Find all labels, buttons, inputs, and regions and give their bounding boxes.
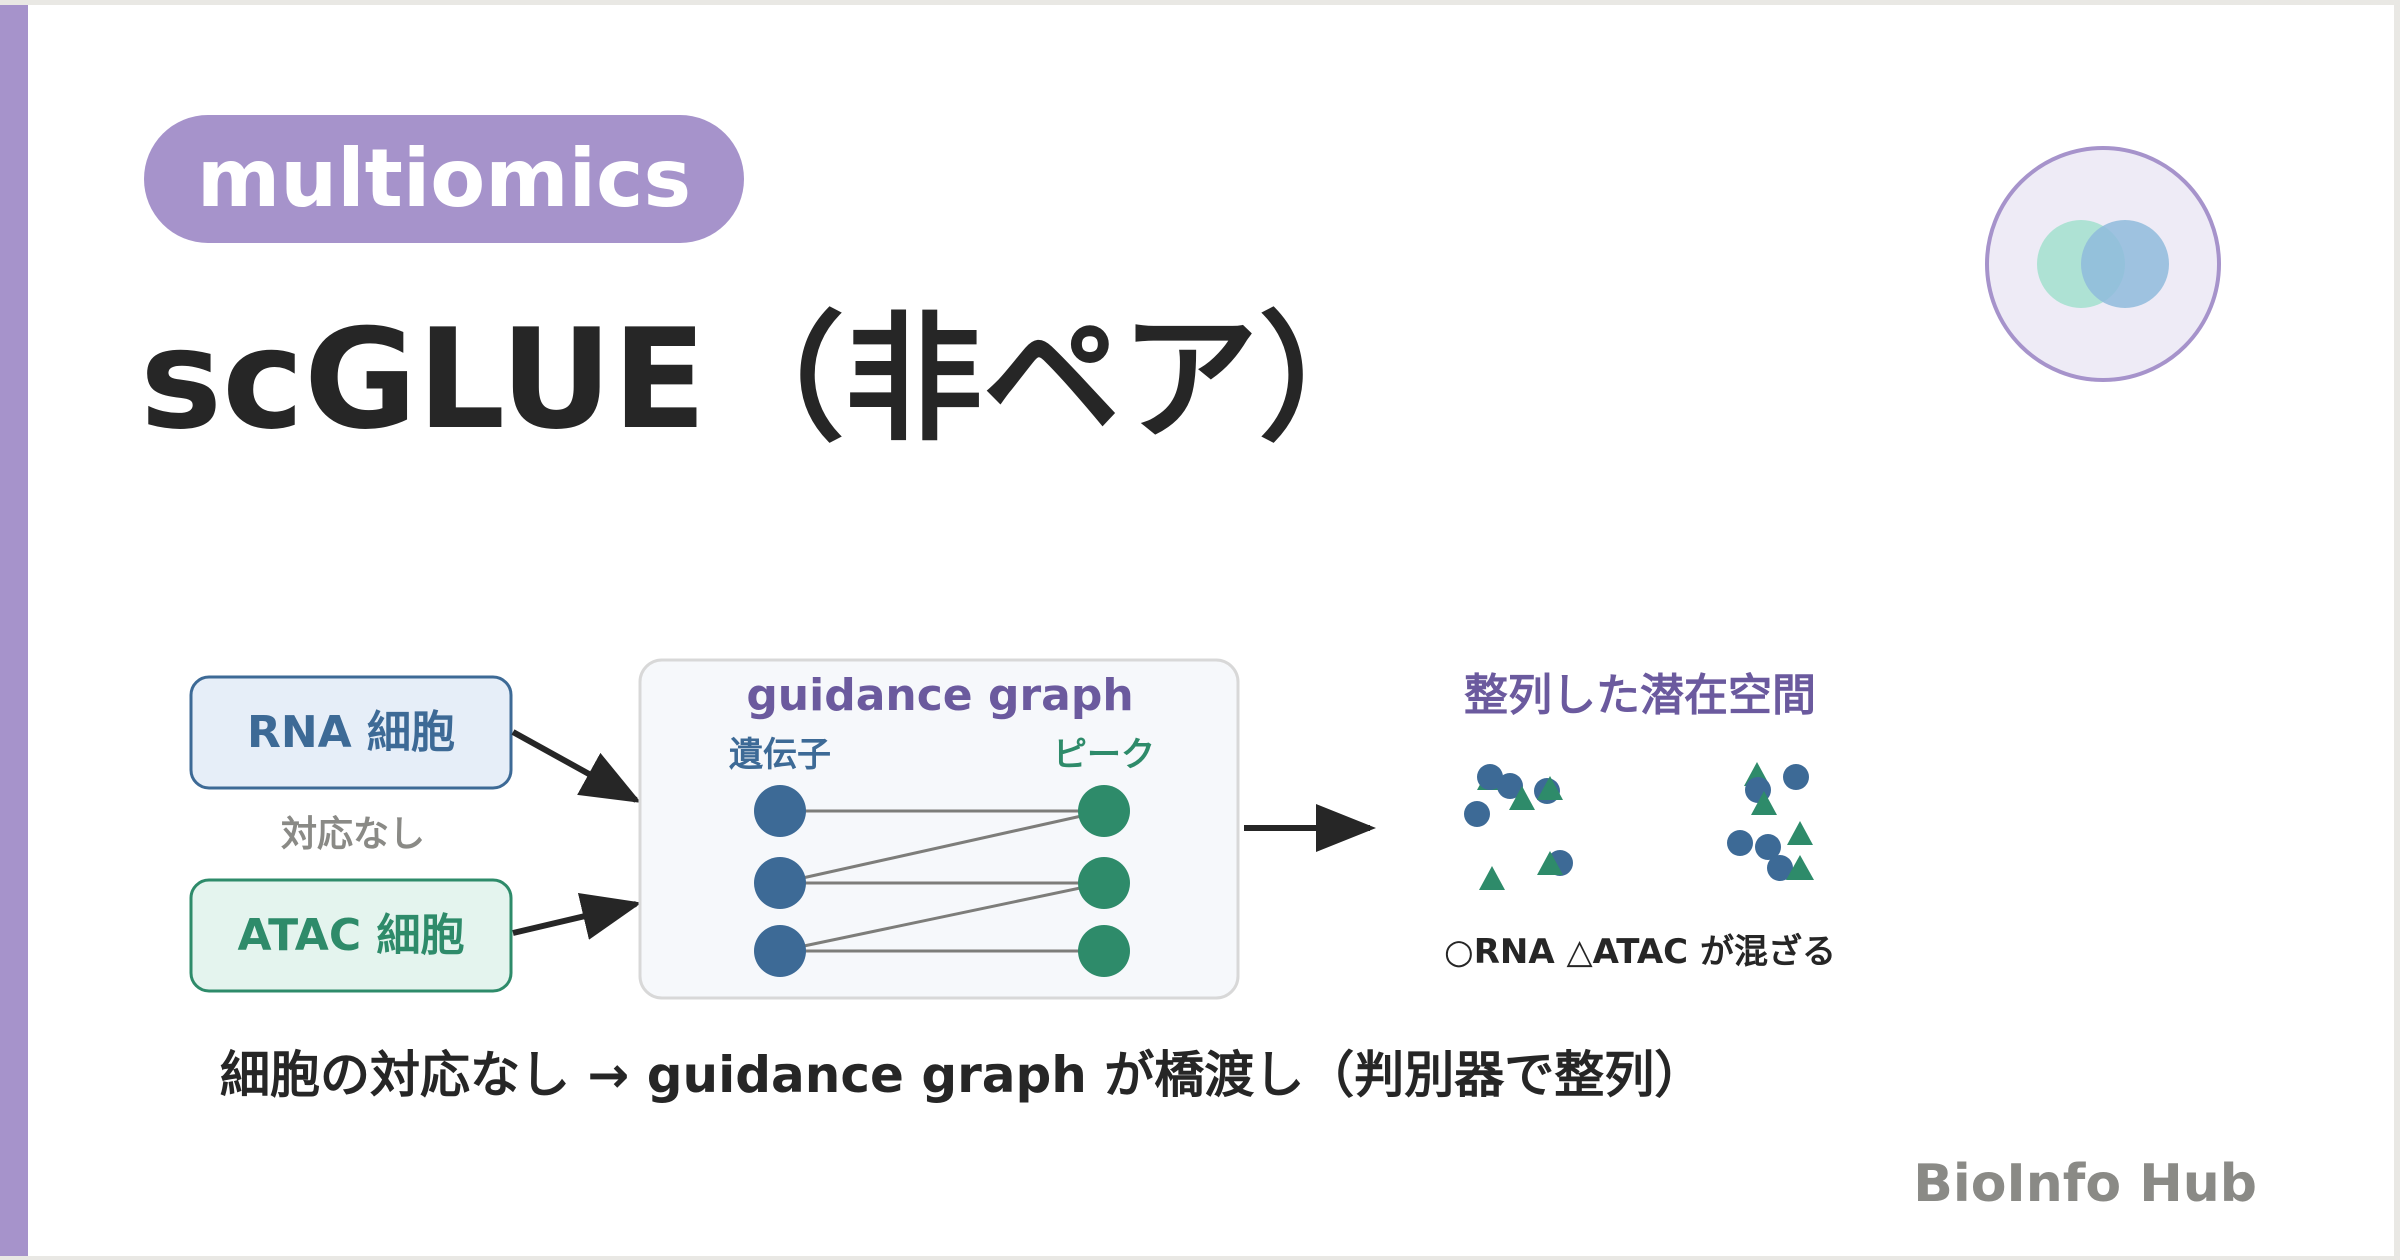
- atac-triangle-marker: [1509, 786, 1535, 810]
- latent-space-title: 整列した潜在空間: [1464, 670, 1816, 721]
- logo-badge: [1985, 146, 2221, 382]
- rna-to-graph-arrow: [511, 729, 642, 803]
- peak-node: [1078, 925, 1130, 977]
- graph-edge: [779, 809, 1105, 885]
- gene-node: [754, 785, 806, 837]
- rna-circle-marker: [1477, 764, 1503, 790]
- atac-triangle-marker: [1537, 776, 1563, 800]
- rna-cell-box: RNA 細胞: [189, 675, 513, 790]
- peak-column-label: ピーク: [1053, 735, 1155, 775]
- peak-node: [1078, 857, 1130, 909]
- rna-circle-marker: [1767, 855, 1793, 881]
- graph-edge: [779, 881, 1105, 953]
- no-correspondence-label: 対応なし: [281, 814, 425, 855]
- rna-circle-marker: [1783, 764, 1809, 790]
- rna-cell-label: RNA 細胞: [247, 707, 455, 758]
- atac-cell-box: ATAC 細胞: [189, 878, 513, 993]
- rna-circle-marker: [1755, 834, 1781, 860]
- atac-to-graph-arrow: [512, 893, 642, 940]
- graph-edges: [779, 809, 1105, 953]
- left-accent-bar: [0, 5, 28, 1256]
- latent-space-panel: 整列した潜在空間 ○RNA △ATAC が混ざる: [1444, 670, 1836, 972]
- atac-triangle-marker: [1479, 866, 1505, 890]
- atac-triangle-marker: [1787, 821, 1813, 845]
- overlapping-circles-icon: [2037, 220, 2169, 308]
- atac-triangle-marker: [1751, 791, 1777, 815]
- latent-legend-text: ○RNA △ATAC が混ざる: [1444, 932, 1836, 972]
- summary-caption: 細胞の対応なし → guidance graph が橋渡し（判別器で整列）: [220, 1046, 1705, 1104]
- page-title: scGLUE（非ペア）: [140, 299, 1397, 460]
- latent-space-scatter: [1464, 762, 1814, 890]
- gene-node: [754, 857, 806, 909]
- category-tag: multiomics: [144, 115, 744, 243]
- guidance-graph-box: guidance graph 遺伝子 ピーク: [638, 658, 1240, 1000]
- peak-node: [1078, 785, 1130, 837]
- rna-circle-marker: [1464, 801, 1490, 827]
- rna-circle-marker: [1497, 773, 1523, 799]
- atac-cell-label: ATAC 細胞: [238, 910, 465, 961]
- gene-node: [754, 925, 806, 977]
- brand-label: BioInfo Hub: [1913, 1154, 2257, 1214]
- guidance-graph-title: guidance graph: [746, 670, 1133, 721]
- atac-triangle-marker: [1786, 855, 1814, 880]
- rna-circle-marker: [1727, 830, 1753, 856]
- gene-column-label: 遺伝子: [729, 735, 831, 775]
- atac-triangle-marker: [1537, 851, 1563, 875]
